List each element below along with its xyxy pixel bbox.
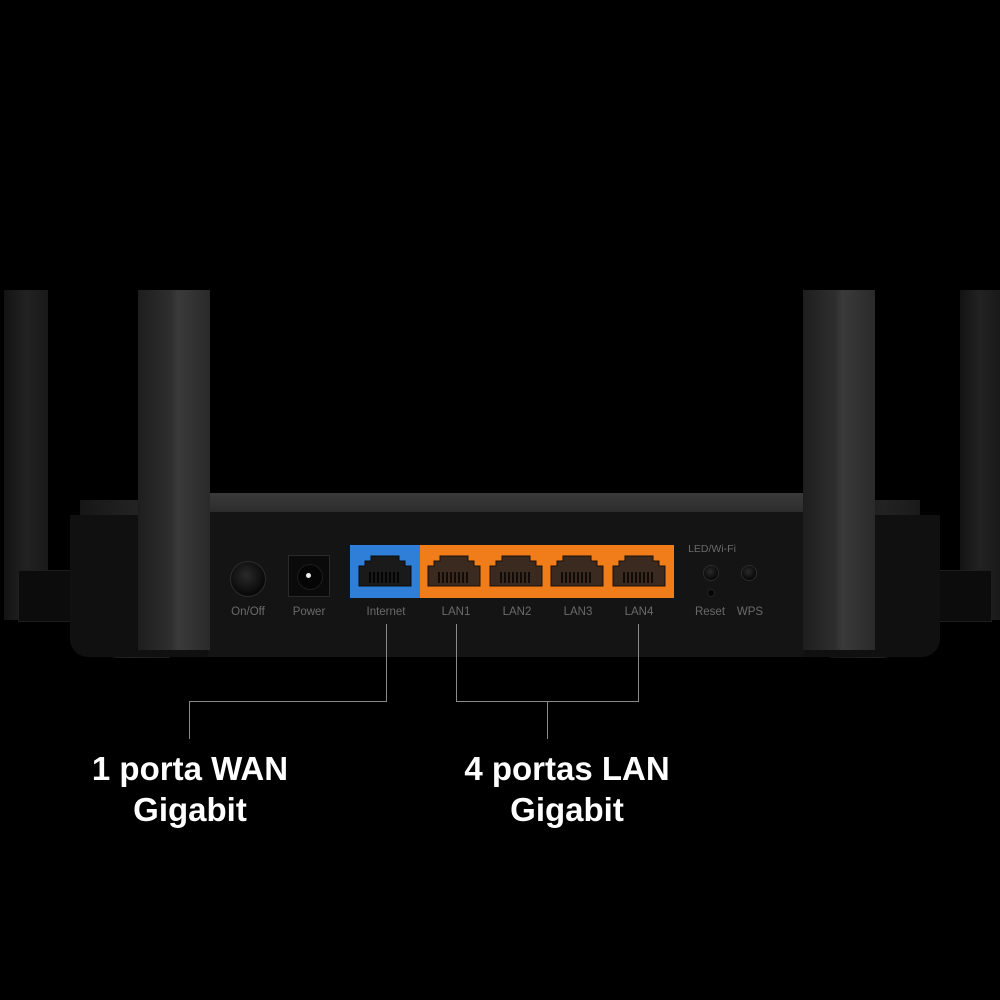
antenna-right: [803, 290, 875, 650]
lan1-label: LAN1: [441, 606, 471, 618]
antenna-far-left: [4, 290, 48, 620]
lan1-port[interactable]: [426, 554, 482, 588]
wan-callout: 1 porta WAN Gigabit: [60, 748, 320, 830]
lan3-label: LAN3: [563, 606, 593, 618]
wps-label: WPS: [736, 606, 764, 618]
led-wifi-button[interactable]: [703, 565, 719, 581]
ethernet-port-icon: [358, 555, 412, 587]
power-jack[interactable]: [288, 555, 330, 597]
on-off-label: On/Off: [231, 606, 265, 618]
power-label: Power: [292, 606, 326, 618]
power-switch-button[interactable]: [230, 561, 266, 597]
power-jack-hole: [297, 564, 323, 590]
ethernet-port-icon: [612, 555, 666, 587]
power-jack-pin: [306, 573, 311, 578]
antenna-hinge-left: [18, 570, 80, 622]
lan2-label: LAN2: [502, 606, 532, 618]
internet-port[interactable]: [357, 554, 413, 588]
ethernet-port-icon: [550, 555, 604, 587]
ethernet-port-icon: [489, 555, 543, 587]
lan-callout-line1: 4 portas LAN: [464, 750, 670, 787]
antenna-left: [138, 290, 210, 650]
reset-pinhole[interactable]: [707, 589, 715, 597]
ethernet-port-icon: [427, 555, 481, 587]
router-top-edge: [208, 493, 804, 515]
internet-label: Internet: [366, 606, 406, 618]
lan2-port[interactable]: [488, 554, 544, 588]
wan-callout-line1: 1 porta WAN: [91, 750, 289, 787]
antenna-far-right: [960, 290, 1000, 620]
led-wifi-label: LED/Wi-Fi: [688, 543, 736, 555]
lan3-port[interactable]: [549, 554, 605, 588]
lan-callout-line2: Gigabit: [510, 791, 624, 828]
reset-label: Reset: [694, 606, 726, 618]
lan4-label: LAN4: [624, 606, 654, 618]
lan4-port[interactable]: [611, 554, 667, 588]
wan-callout-line2: Gigabit: [133, 791, 247, 828]
wps-button[interactable]: [741, 565, 757, 581]
lan-callout: 4 portas LAN Gigabit: [427, 748, 707, 830]
